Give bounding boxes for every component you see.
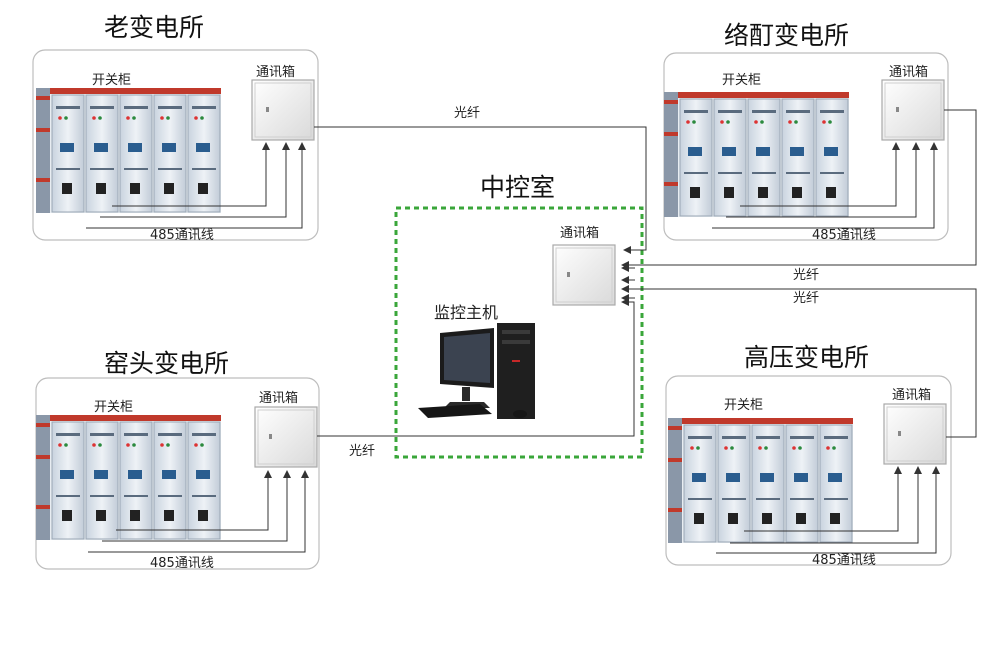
control-room-title: 中控室 bbox=[480, 173, 555, 202]
comm-box-label: 通讯箱 bbox=[889, 64, 928, 80]
comm-box bbox=[552, 244, 616, 306]
substation-title: 络酊变电所 bbox=[724, 21, 849, 50]
rs485-label: 485通讯线 bbox=[150, 228, 214, 243]
fiber-label: 光纤 bbox=[349, 444, 375, 459]
comm-box-label: 通讯箱 bbox=[560, 225, 599, 241]
substation-title: 老变电所 bbox=[104, 13, 204, 42]
fiber-link-luo bbox=[621, 109, 977, 269]
comm-box bbox=[881, 79, 945, 141]
switchgear-cabinet bbox=[663, 91, 850, 218]
switchgear-label: 开关柜 bbox=[94, 400, 133, 415]
comm-box bbox=[254, 406, 318, 468]
substation-gao: 高压变电所 开关柜 通讯箱 485通讯线 bbox=[665, 343, 952, 568]
switchgear-cabinet bbox=[35, 414, 222, 541]
comm-box-label: 通讯箱 bbox=[892, 387, 931, 403]
fiber-label: 光纤 bbox=[454, 106, 480, 121]
fiber-link-yao bbox=[317, 298, 635, 437]
substation-luo: 络酊变电所 开关柜 通讯箱 485通讯线 bbox=[663, 21, 949, 243]
switchgear-label: 开关柜 bbox=[722, 73, 761, 88]
comm-box-label: 通讯箱 bbox=[256, 64, 295, 80]
switchgear-label: 开关柜 bbox=[92, 73, 131, 88]
fiber-link-gao bbox=[621, 285, 977, 438]
substation-frame bbox=[32, 49, 319, 241]
comm-box bbox=[251, 79, 315, 141]
fiber-label: 光纤 bbox=[793, 268, 819, 283]
host-label: 监控主机 bbox=[434, 303, 498, 322]
comm-box bbox=[883, 403, 947, 465]
rs485-label: 485通讯线 bbox=[812, 228, 876, 243]
fiber-link-lao bbox=[314, 126, 647, 254]
control-room: 中控室 通讯箱 监控主机 bbox=[394, 173, 644, 459]
computer-icon bbox=[418, 323, 535, 419]
switchgear-cabinet bbox=[667, 417, 854, 544]
control-room-frame bbox=[394, 206, 644, 459]
switchgear-label: 开关柜 bbox=[724, 398, 763, 413]
substation-lao: 老变电所 开关柜 通讯箱 485通讯线 bbox=[32, 13, 319, 243]
rs485-label: 485通讯线 bbox=[812, 553, 876, 568]
switchgear-cabinet bbox=[35, 87, 222, 214]
comm-box-label: 通讯箱 bbox=[259, 390, 298, 406]
rs485-label: 485通讯线 bbox=[150, 556, 214, 571]
substation-yao: 窑头变电所 开关柜 通讯箱 485通讯线 bbox=[35, 349, 320, 571]
fiber-links bbox=[314, 109, 977, 438]
substation-title: 高压变电所 bbox=[744, 343, 869, 372]
fiber-label: 光纤 bbox=[793, 291, 819, 306]
substation-title: 窑头变电所 bbox=[104, 349, 229, 378]
substation-frame bbox=[665, 375, 952, 566]
